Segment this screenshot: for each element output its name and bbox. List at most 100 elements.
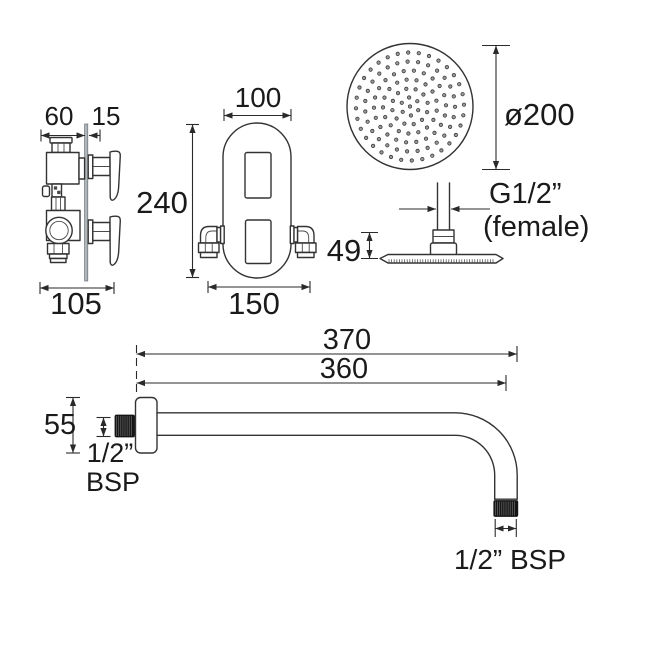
nozzle-dot [401,69,406,74]
nozzle-dot [434,140,439,145]
nozzle-dot [447,124,453,130]
stop-screw [41,185,51,198]
nozzle-dot [413,87,418,92]
nozzle-dot [461,102,467,107]
nozzle-dot [373,115,378,120]
dim-label-370: 370 [323,324,371,356]
nozzle-dot [368,67,373,72]
nozzle-dot [403,140,409,145]
head-disc-hatch [388,259,494,263]
nozzle-dot [416,108,421,113]
nozzle-dot [411,68,416,73]
nozzle-dot [419,117,425,123]
nozzle-dot [390,98,395,104]
nozzle-dot [406,131,411,136]
wall-line [84,123,89,282]
wall-flange [134,396,158,454]
nozzle-dot [357,85,362,90]
nozzle-dot [458,123,463,128]
nozzle-dot [391,72,397,77]
valve-body [41,136,86,264]
thread-gender-label: (female) [483,211,589,243]
outlet-thread-ridges [495,501,515,516]
nozzle-dot [376,60,381,65]
lower-control-window [244,219,272,265]
shower-head-top-view: ø200 [346,42,575,171]
arm-overall-length-dimension: 370 [135,324,518,396]
faceplate-height-dimension: 240 [136,123,199,279]
nozzle-dot [432,130,437,135]
head-diameter-dimension: ø200 [482,44,575,171]
nozzle-dot [409,158,414,163]
nozzle-dot [358,126,363,131]
nozzle-dot [457,82,462,87]
nozzle-dot [406,50,411,55]
inlet-thread-label-line2: BSP [86,467,140,497]
nozzle-dot [436,58,441,63]
nozzle-dot [404,149,410,154]
flange-height-dimension: 55 [44,396,80,454]
dim-label-100: 100 [235,82,282,113]
nozzle-dot [423,82,428,87]
nozzle-dot [451,115,456,120]
head-height-dimension: 49 [327,231,378,268]
nozzle-dot [408,113,413,118]
nozzle-dot [405,59,410,64]
nozzle-dot [388,154,394,160]
nozzle-dot [424,110,430,115]
nozzle-dot [404,86,409,92]
dim-label-49: 49 [327,233,361,268]
nozzle-dot [378,124,383,130]
nozzle-dot [383,78,388,83]
nozzle-dot [376,86,382,91]
nozzle-dot [402,121,407,126]
nozzle-dot [385,132,390,137]
nozzle-dot [430,153,435,158]
nozzle-dot [382,95,387,100]
nozzle-dot [370,79,375,84]
nozzle-dot [438,122,443,128]
nozzle-dot [444,65,449,70]
nozzle-dot [387,86,392,92]
dim-label-240: 240 [136,185,188,220]
nozzle-dot [365,119,370,124]
valve-depth-dimensions: 60 15 [40,101,121,142]
nozzle-dot [416,130,421,135]
nozzle-dot [376,137,381,142]
inlet-thread-dimension: 1/2” BSP [86,416,140,497]
nozzle-dot [395,51,400,57]
nozzle-dot [383,115,388,120]
nozzle-dot [431,117,436,123]
nozzle-dot [443,103,449,108]
nozzle-dot [442,113,447,118]
faceplate-front-view: 100 240 150 [136,82,317,321]
nozzle-dot [415,99,420,104]
nozzle-dot [379,150,384,155]
valve-side-view: 60 15 105 [39,101,122,321]
nozzle-dot [355,116,360,121]
nozzle-dot [372,95,378,100]
nozzle-dot [363,98,368,104]
nozzle-dot [395,61,400,66]
outlet-thread-dimension: 1/2” BSP [454,519,566,575]
nozzle-dot [425,145,430,150]
dim-label-55: 55 [44,409,76,441]
nozzle-dot [377,71,382,76]
nozzle-dot [380,105,386,110]
inlet-thread-ridges [116,416,132,436]
shower-head-side-view: G1/2” (female) 49 [327,178,590,268]
nozzle-dot [420,157,425,162]
nozzle-dot [434,98,439,103]
nozzle-dot [394,116,399,121]
nozzle-dot [425,100,430,105]
dim-label-360: 360 [320,353,368,385]
nozzle-dot [399,100,404,105]
arm-outer-edge [156,412,518,500]
nozzle-dot [434,108,439,113]
nozzle-dot [361,75,367,81]
nozzle-dot [421,92,426,97]
dim-label-15: 15 [92,101,121,131]
nozzle-dot [424,125,430,130]
inlet-thread [114,414,135,438]
upper-lever-handle [87,150,122,201]
